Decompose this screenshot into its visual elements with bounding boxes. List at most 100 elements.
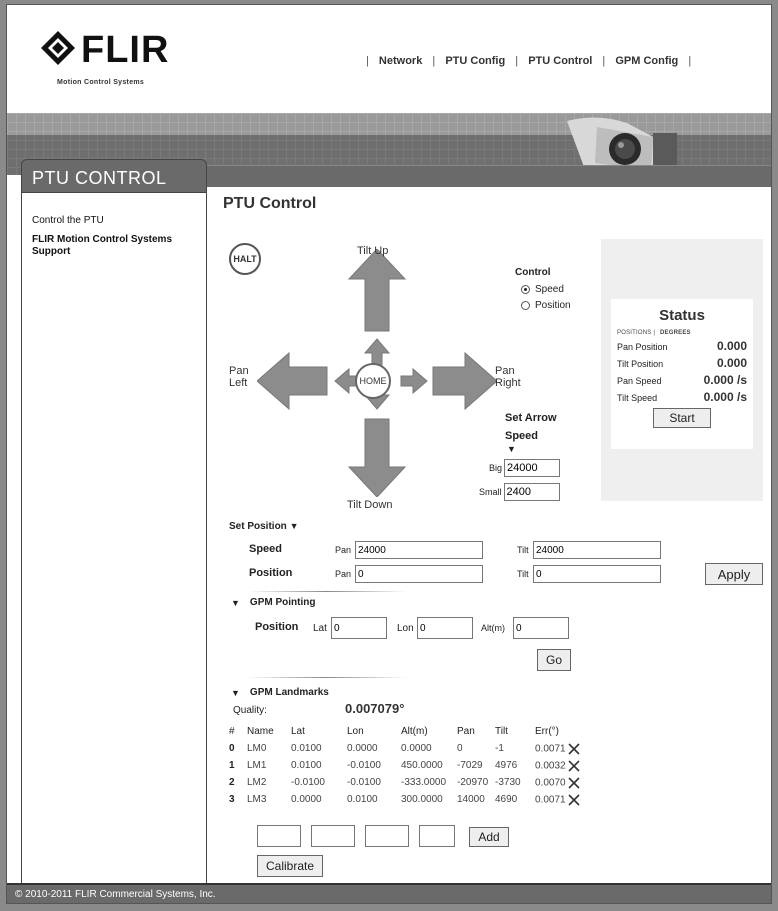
nav-ptu-config[interactable]: PTU Config [445,55,506,67]
lon-input[interactable] [417,617,473,639]
halt-button[interactable]: HALT [229,243,261,275]
tilt-up-big-arrow [347,249,407,332]
set-position-heading[interactable]: Set Position ▼ [229,521,299,532]
unit-positions[interactable]: POSITIONS [617,330,652,336]
gpm-landmarks-heading[interactable]: ▼ GPM Landmarks [231,687,329,698]
radio-speed[interactable]: Speed [521,284,571,295]
position-row: Position Pan Tilt [207,565,771,585]
new-landmark-lat-input[interactable] [311,825,355,847]
section-tab: PTU CONTROL [21,159,207,193]
tilt-down-big-arrow [347,418,407,497]
control-mode: Control Speed Position [515,267,571,311]
speed-tilt-input[interactable] [533,541,661,559]
speed-row: Speed Pan Tilt [207,541,771,561]
status-title: Status [659,307,705,324]
pan-left-label-2: Left [229,377,248,389]
top-nav: | Network | PTU Config | PTU Control | G… [366,55,692,67]
small-speed-input[interactable] [503,483,560,501]
nav-network[interactable]: Network [378,55,423,67]
flir-logo-icon [41,31,75,65]
big-speed-row: Big [489,459,561,477]
position-label: Position [249,567,293,579]
radio-position-dot[interactable] [521,301,530,310]
position-pan-label: Pan [335,569,352,579]
flir-logo[interactable]: FLIR Motion Control Systems [37,25,187,95]
speed-pan-label: Pan [335,545,352,555]
page-title: PTU Control [223,195,317,212]
sidebar-item-control[interactable]: Control the PTU [32,215,104,226]
arrow-speed-heading-1: Set Arrow [505,412,557,424]
caret-down-icon[interactable]: ▼ [507,444,516,454]
nav-gpm-config[interactable]: GPM Config [615,55,679,67]
logo-tagline: Motion Control Systems [57,79,145,86]
speed-pan-input[interactable] [355,541,483,559]
landmarks-table: # Name Lat Lon Alt(m) Pan Tilt Err(°) 0 … [229,723,595,808]
calibrate-button[interactable]: Calibrate [257,855,323,877]
lat-label: Lat [313,623,327,634]
radio-position[interactable]: Position [521,300,571,311]
caret-down-icon: ▼ [231,597,240,608]
banner [7,113,771,175]
section-tab-label: PTU CONTROL [32,168,167,188]
apply-button[interactable]: Apply [705,563,763,585]
pan-right-big-arrow [432,351,497,411]
table-row: 3 LM3 0.0000 0.0100 300.0000 14000 4690 … [229,791,595,808]
alt-input[interactable] [513,617,569,639]
start-button[interactable]: Start [653,408,711,428]
small-speed-label: Small [479,487,502,497]
radio-speed-dot[interactable] [521,285,530,294]
delete-x-icon[interactable] [568,776,580,789]
sidebar: Control the PTU FLIR Motion Control Syst… [21,193,207,883]
unit-degrees[interactable]: DEGREES [660,330,691,336]
position-pan-input[interactable] [355,565,483,583]
nav-ptu-control[interactable]: PTU Control [528,55,593,67]
new-landmark-alt-input[interactable] [419,825,455,847]
quality-label: Quality: [233,705,267,716]
position-tilt-label: Tilt [517,569,529,579]
pan-left-label-1: Pan [229,365,249,377]
caret-down-icon: ▼ [231,687,240,698]
home-button[interactable]: HOME [355,363,391,399]
pan-right-small-arrow [400,367,428,395]
table-row: 2 LM2 -0.0100 -0.0100 -333.0000 -20970 -… [229,774,595,791]
caret-down-icon: ▼ [289,521,299,531]
control-heading: Control [515,267,551,278]
arrow-speed-heading-2: Speed [505,430,539,442]
table-header: # Name Lat Lon Alt(m) Pan Tilt Err(°) [229,726,559,737]
small-speed-row: Small [479,483,560,501]
header: FLIR Motion Control Systems | Network | … [7,5,771,113]
new-landmark-lon-input[interactable] [365,825,409,847]
big-speed-input[interactable] [504,459,561,477]
delete-x-icon[interactable] [568,793,580,806]
status-units: POSITIONS | DEGREES [617,330,691,336]
table-row: 0 LM0 0.0100 0.0000 0.0000 0 -1 0.0071 [229,740,595,757]
lat-input[interactable] [331,617,387,639]
delete-x-icon[interactable] [568,742,580,755]
new-landmark-name-input[interactable] [257,825,301,847]
alt-label: Alt(m) [481,623,505,633]
position-tilt-input[interactable] [533,565,661,583]
speed-label: Speed [249,543,283,555]
gpm-position-label: Position [255,621,299,633]
speed-tilt-label: Tilt [517,545,529,555]
app-frame: FLIR Motion Control Systems | Network | … [6,4,772,904]
lon-label: Lon [397,623,414,634]
add-button[interactable]: Add [469,827,509,847]
quality-value: 0.007079° [345,701,405,716]
pan-left-big-arrow [257,351,328,411]
gpm-position-row: Position Lat Lon Alt(m) [207,617,771,639]
go-button[interactable]: Go [537,649,571,671]
delete-x-icon[interactable] [568,759,580,772]
logo-wordmark: FLIR [81,29,170,71]
big-speed-label: Big [489,463,503,473]
pan-right-label-1: Pan [495,365,515,377]
gpm-pointing-heading[interactable]: ▼ GPM Pointing [231,597,316,608]
pan-right-label-2: Right [495,377,521,389]
pan-left-small-arrow [334,367,358,395]
sidebar-item-support[interactable]: FLIR Motion Control Systems Support [32,234,172,257]
